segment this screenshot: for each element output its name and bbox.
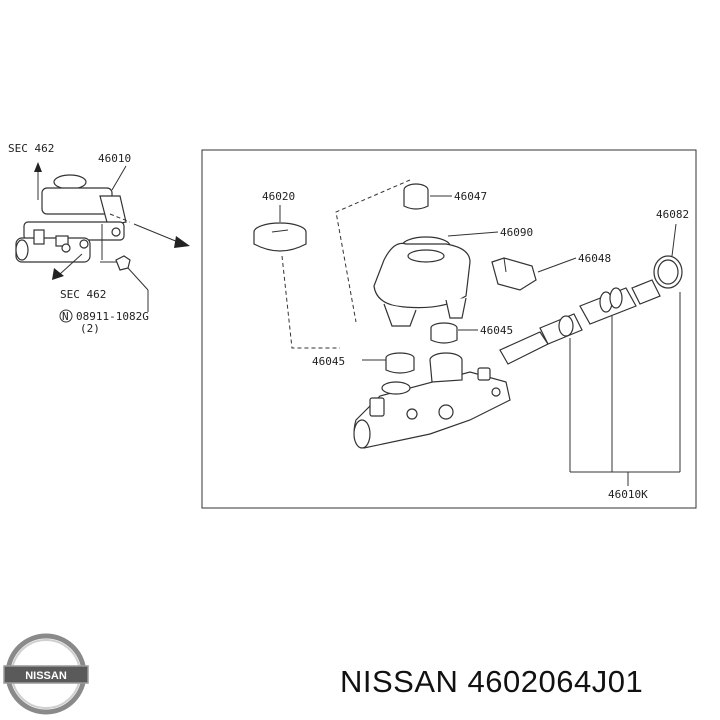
label-bolt-code: 08911-1082G	[76, 310, 149, 323]
overview-assembly	[15, 162, 190, 312]
nissan-logo-text: NISSAN	[25, 670, 67, 682]
label-46045-right: 46045	[480, 324, 513, 337]
caption-part-number: 4602064J01	[467, 664, 644, 699]
label-46082: 46082	[656, 208, 689, 221]
detail-frame	[201, 149, 697, 509]
part-caption: NISSAN 4602064J01	[340, 664, 643, 700]
nut-symbol: N	[62, 310, 69, 323]
label-46010k: 46010K	[608, 488, 648, 501]
nissan-logo: NISSAN	[3, 633, 89, 715]
label-46090: 46090	[500, 226, 533, 239]
label-bolt-qty: (2)	[80, 322, 100, 335]
label-sec-462-top: SEC 462	[8, 142, 54, 155]
label-46020: 46020	[262, 190, 295, 203]
label-46048: 46048	[578, 252, 611, 265]
detail-parts	[253, 179, 683, 486]
label-46010: 46010	[98, 152, 131, 165]
caption-brand: NISSAN	[340, 664, 459, 699]
label-sec-462-bottom: SEC 462	[60, 288, 106, 301]
label-46047: 46047	[454, 190, 487, 203]
label-46045-left: 46045	[312, 355, 345, 368]
